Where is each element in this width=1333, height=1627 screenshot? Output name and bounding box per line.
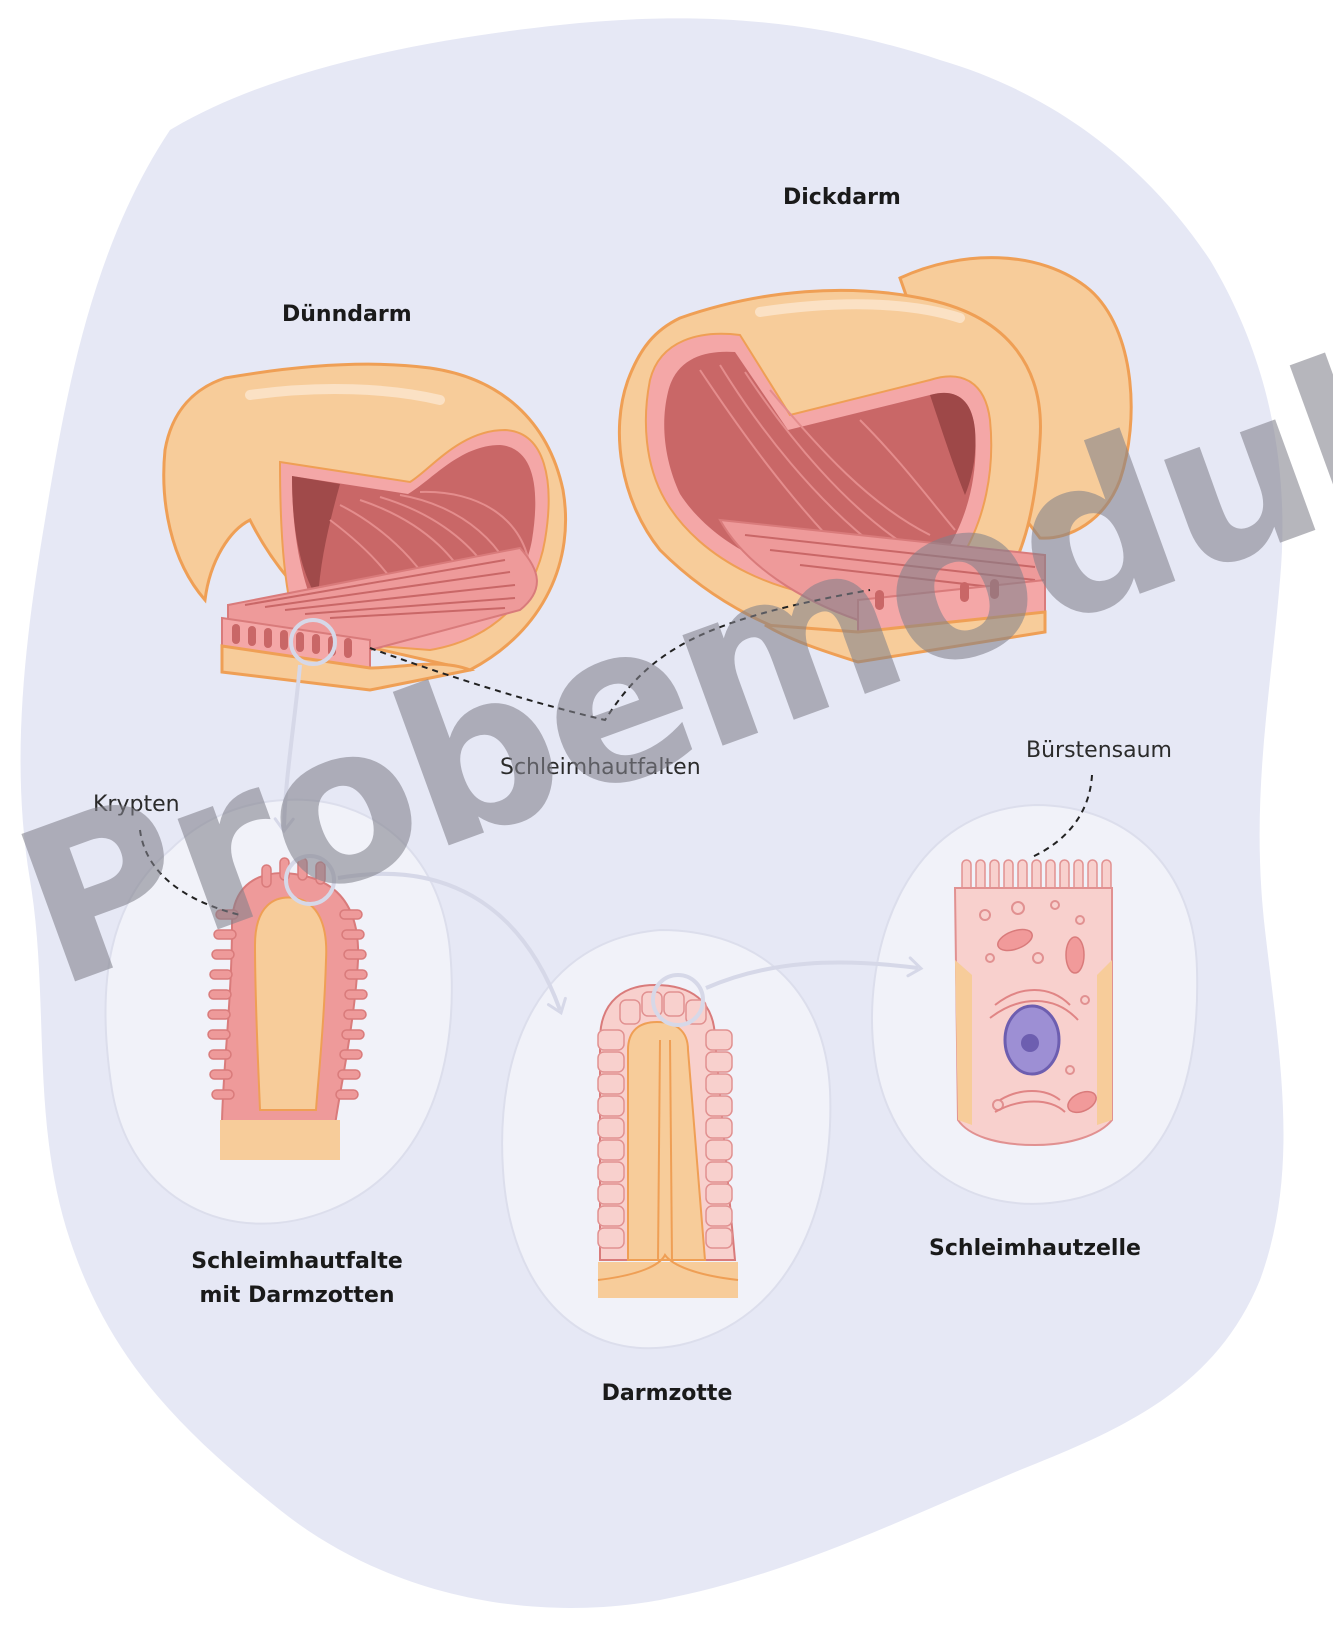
- small-intestine-illustration: [164, 364, 566, 690]
- label-schleimhautfalten: Schleimhautfalten: [500, 755, 701, 780]
- label-darmzotte: Darmzotte: [567, 1377, 767, 1411]
- label-krypten: Krypten: [93, 792, 180, 817]
- label-duenndarm: Dünndarm: [282, 298, 412, 332]
- label-schleimhautfalte-line1: Schleimhautfalte: [147, 1245, 447, 1279]
- label-buerstensaum: Bürstensaum: [1026, 738, 1172, 763]
- mucosa-cell-illustration: [955, 860, 1112, 1145]
- label-schleimhautzelle: Schleimhautzelle: [905, 1232, 1165, 1266]
- label-schleimhautfalte-line2: mit Darmzotten: [147, 1279, 447, 1313]
- label-dickdarm: Dickdarm: [783, 181, 901, 215]
- background-blob: [21, 18, 1284, 1608]
- label-schleimhautfalte-mit-darmzotten: Schleimhautfalte mit Darmzotten: [147, 1245, 447, 1313]
